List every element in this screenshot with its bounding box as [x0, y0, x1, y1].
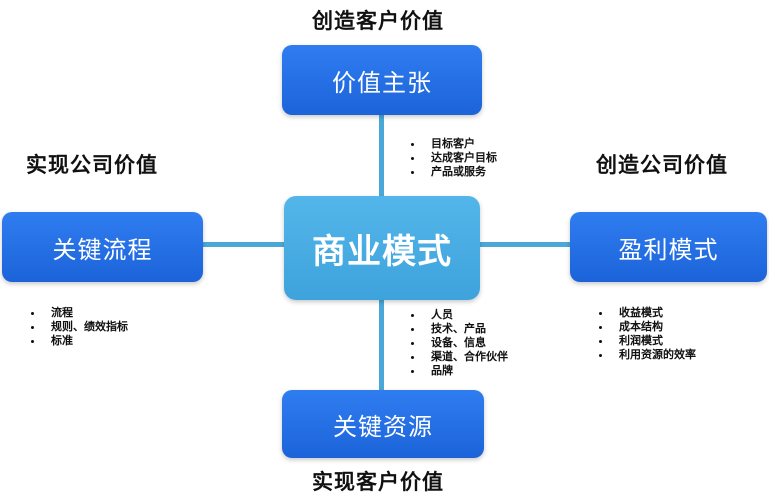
caption-bottom: 实现客户价值	[312, 470, 444, 494]
connector-right	[480, 242, 570, 247]
list-item: 技术、产品	[409, 322, 508, 336]
list-item: 目标客户	[409, 137, 497, 151]
list-item: 产品或服务	[409, 165, 497, 179]
list-item: 品牌	[409, 364, 508, 378]
list-item: 流程	[29, 306, 128, 320]
list-item: 成本结构	[597, 320, 696, 334]
caption-left: 实现公司价值	[26, 153, 158, 177]
value-proposition-box: 价值主张	[282, 45, 482, 115]
key-processes-box: 关键流程	[2, 212, 203, 282]
connector-left	[203, 242, 286, 247]
connector-bottom	[379, 300, 384, 392]
list-item: 收益模式	[597, 306, 696, 320]
business-model-box: 商业模式	[284, 196, 480, 300]
connector-top	[379, 115, 384, 205]
list-item: 利用资源的效率	[597, 348, 696, 362]
list-item: 人员	[409, 308, 508, 322]
list-item: 达成客户目标	[409, 151, 497, 165]
caption-top: 创造客户价值	[312, 9, 444, 33]
profit-model-box: 盈利模式	[570, 212, 767, 282]
caption-right: 创造公司价值	[596, 153, 728, 177]
list-item: 利润模式	[597, 334, 696, 348]
key-processes-bullets: 流程 规则、绩效指标 标准	[29, 306, 128, 348]
value-proposition-bullets: 目标客户 达成客户目标 产品或服务	[409, 137, 497, 179]
list-item: 设备、信息	[409, 336, 508, 350]
profit-model-bullets: 收益模式 成本结构 利润模式 利用资源的效率	[597, 306, 696, 362]
list-item: 标准	[29, 334, 128, 348]
key-resources-bullets: 人员 技术、产品 设备、信息 渠道、合作伙伴 品牌	[409, 308, 508, 378]
list-item: 规则、绩效指标	[29, 320, 128, 334]
list-item: 渠道、合作伙伴	[409, 350, 508, 364]
key-resources-box: 关键资源	[282, 390, 484, 458]
